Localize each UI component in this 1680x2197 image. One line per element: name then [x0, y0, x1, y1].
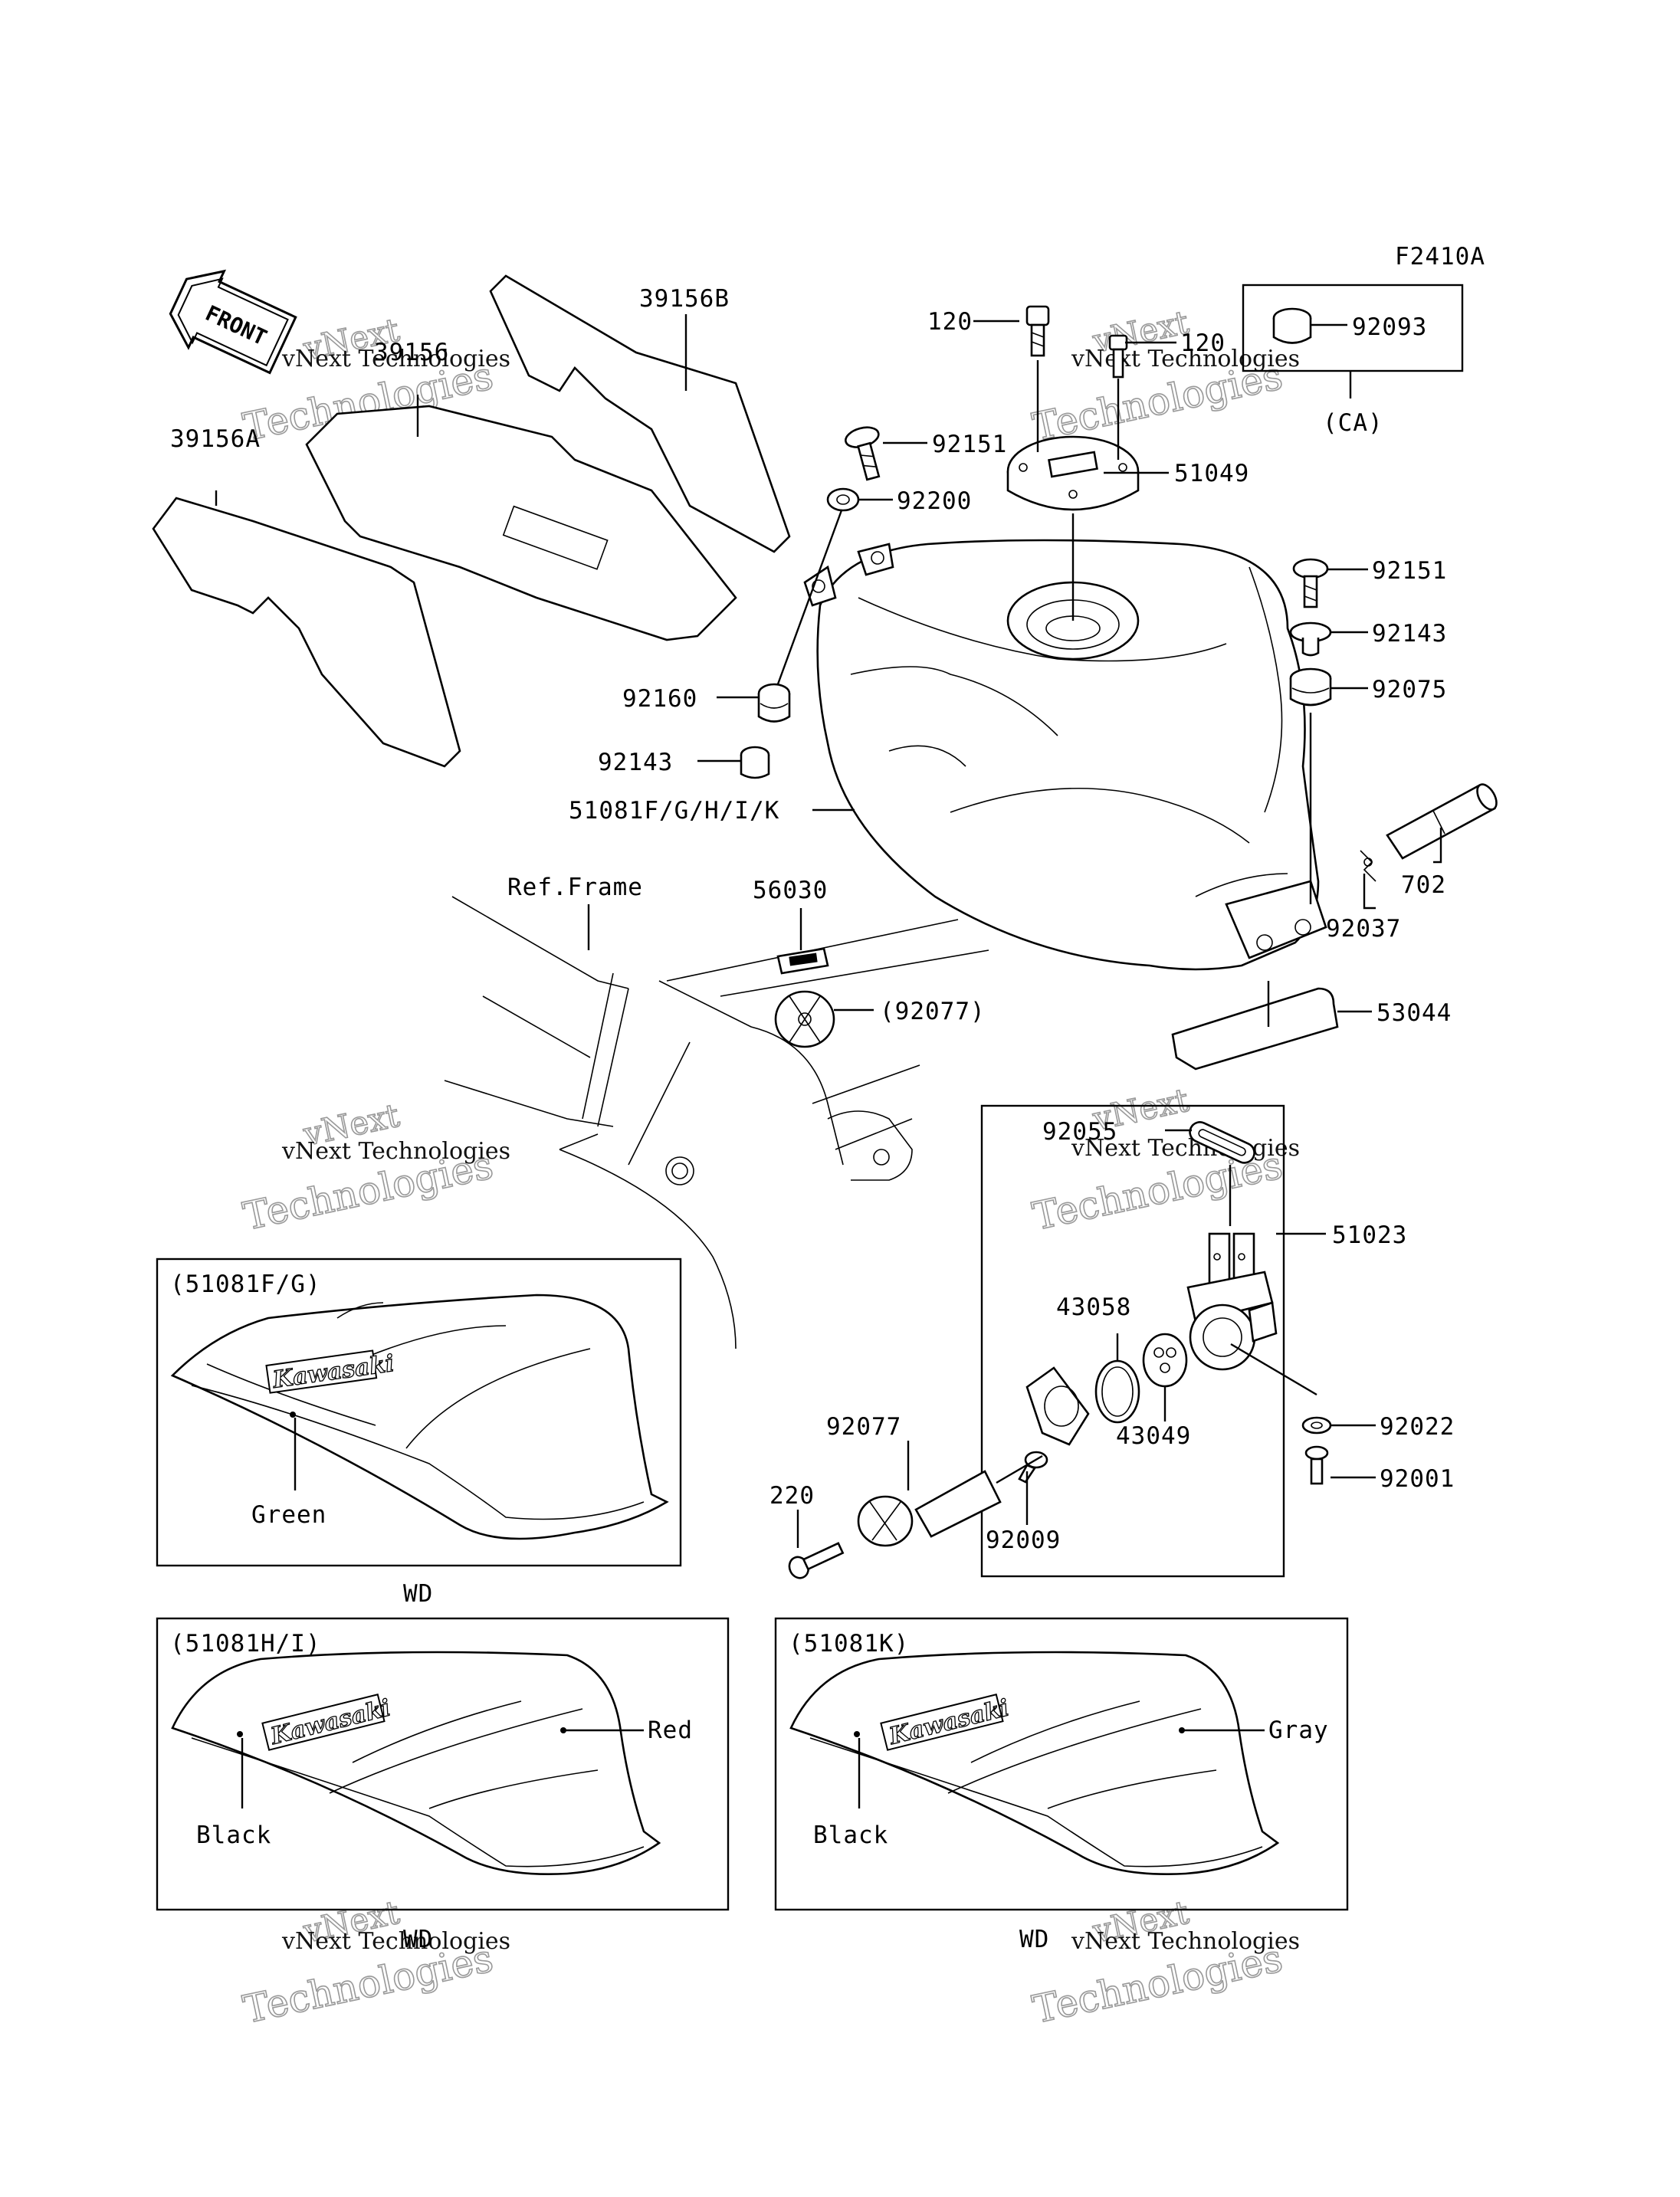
knob-92077-frame — [774, 990, 835, 1048]
label-92077-frame: (92077) — [880, 998, 986, 1025]
bolt-92001 — [1304, 1445, 1329, 1485]
label-92143-left: 92143 — [598, 749, 673, 776]
grommet-92075 — [1289, 667, 1332, 707]
svg-text:vNext Technologies: vNext Technologies — [281, 1138, 510, 1165]
label-220: 220 — [769, 1482, 815, 1510]
ca-box — [1242, 284, 1464, 372]
label-120b: 120 — [1180, 330, 1226, 357]
label-39156B: 39156B — [639, 285, 730, 313]
fuel-cock-box — [980, 1104, 1285, 1578]
svg-text:vNext Technologies: vNext Technologies — [1071, 1135, 1300, 1162]
label-120a: 120 — [927, 308, 973, 336]
label-92151-left: 92151 — [932, 431, 1007, 458]
bolt-92151-right — [1292, 558, 1329, 608]
label-39156A: 39156A — [170, 425, 261, 453]
variant-note-2: WD — [403, 1926, 433, 1953]
variant-box-51081K: (51081K) Kawasaki Black Gray — [774, 1617, 1349, 1911]
variant-title: (51081H/I) — [170, 1630, 321, 1658]
collar-92143-right — [1289, 621, 1332, 657]
label-51023: 51023 — [1332, 1221, 1407, 1249]
watermark-bottom-right: vNext vNext Technologies Technologies — [1029, 1893, 1300, 2033]
label-39156: 39156 — [374, 339, 449, 366]
svg-text:vNext Technologies: vNext Technologies — [281, 1928, 510, 1955]
washer-92022 — [1301, 1416, 1332, 1435]
tank-rear-bracket — [1225, 880, 1327, 959]
cap-92093 — [1272, 307, 1312, 344]
variant-box-51081HI: (51081H/I) Kawasaki Black Red — [156, 1617, 730, 1911]
leader-lines — [215, 314, 1442, 1548]
watermark-mid-left: vNext vNext Technologies Technologies — [239, 1096, 510, 1240]
pad-39156B — [489, 274, 791, 553]
label-43058: 43058 — [1056, 1294, 1131, 1321]
strap-53044 — [1171, 987, 1339, 1071]
label-92037: 92037 — [1326, 915, 1401, 943]
screw-220 — [788, 1542, 845, 1579]
watermark-mid-right: vNext vNext Technologies Technologies — [1029, 1080, 1300, 1240]
label-53044: 53044 — [1376, 999, 1452, 1027]
washer-92200 — [826, 487, 860, 512]
ca-note: (CA) — [1323, 409, 1383, 437]
label-92093: 92093 — [1352, 313, 1427, 341]
color-gray: Gray — [1268, 1717, 1329, 1744]
pad-window — [502, 505, 609, 570]
label-92022: 92022 — [1380, 1413, 1455, 1441]
bolt-92151-left — [845, 426, 881, 481]
variant-note-1: WD — [403, 1580, 433, 1608]
clip-92055 — [1189, 1121, 1255, 1164]
color-black: Black — [813, 1822, 888, 1849]
label-92001: 92001 — [1380, 1465, 1455, 1493]
gasket-43049 — [1142, 1333, 1188, 1388]
watermark-bottom-left: vNext vNext Technologies Technologies — [239, 1893, 510, 2033]
label-43049: 43049 — [1116, 1422, 1191, 1450]
watermark-top-right: vNext vNext Technologies Technologies — [1029, 303, 1300, 451]
oring-43058 — [1094, 1359, 1140, 1424]
figure-code: F2410A — [1395, 243, 1485, 271]
label-702: 702 — [1401, 871, 1446, 899]
variant-note-3: WD — [1019, 1926, 1049, 1953]
svg-text:vNext Technologies: vNext Technologies — [1071, 1928, 1300, 1955]
front-arrow-icon: FRONT — [169, 269, 297, 375]
variant-box-51081FG: (51081F/G) Kawasaki Green — [156, 1258, 682, 1567]
label-92160: 92160 — [622, 685, 697, 713]
label-92151-right: 92151 — [1372, 557, 1447, 585]
label-92009: 92009 — [986, 1526, 1061, 1554]
color-black: Black — [196, 1822, 271, 1849]
bolt-120a — [1025, 305, 1050, 357]
color-red: Red — [648, 1717, 693, 1744]
svg-text:vNext Technologies: vNext Technologies — [281, 346, 510, 372]
fuel-cock-51023 — [1186, 1232, 1278, 1371]
svg-text:vNext Technologies: vNext Technologies — [1071, 346, 1300, 372]
variant-title: (51081F/G) — [170, 1271, 321, 1298]
fuel-cap-51049 — [1006, 435, 1140, 511]
label-92077: 92077 — [826, 1413, 901, 1441]
label-56030: 56030 — [753, 877, 828, 904]
grommet-92160 — [757, 683, 791, 723]
label-51049: 51049 — [1174, 460, 1249, 487]
label-92200: 92200 — [897, 487, 972, 515]
label-92143-right: 92143 — [1372, 620, 1447, 648]
label-92075: 92075 — [1372, 676, 1447, 703]
label-ref-frame: Ref.Frame — [507, 874, 643, 901]
pad-39156 — [305, 405, 737, 641]
collar-92143-left — [740, 746, 770, 779]
color-green: Green — [251, 1501, 326, 1529]
lever-plate — [1025, 1366, 1090, 1446]
fuel-tank-51081 — [816, 539, 1320, 971]
label-92055: 92055 — [1042, 1118, 1117, 1146]
pad-39156A — [152, 497, 461, 768]
label-51081: 51081F/G/H/I/K — [569, 797, 779, 825]
clip-92037 — [1360, 850, 1376, 882]
knob-92077 — [857, 1470, 1002, 1547]
ref-frame — [444, 896, 989, 1349]
variant-title: (51081K) — [789, 1630, 909, 1658]
pin-702 — [1386, 783, 1498, 860]
